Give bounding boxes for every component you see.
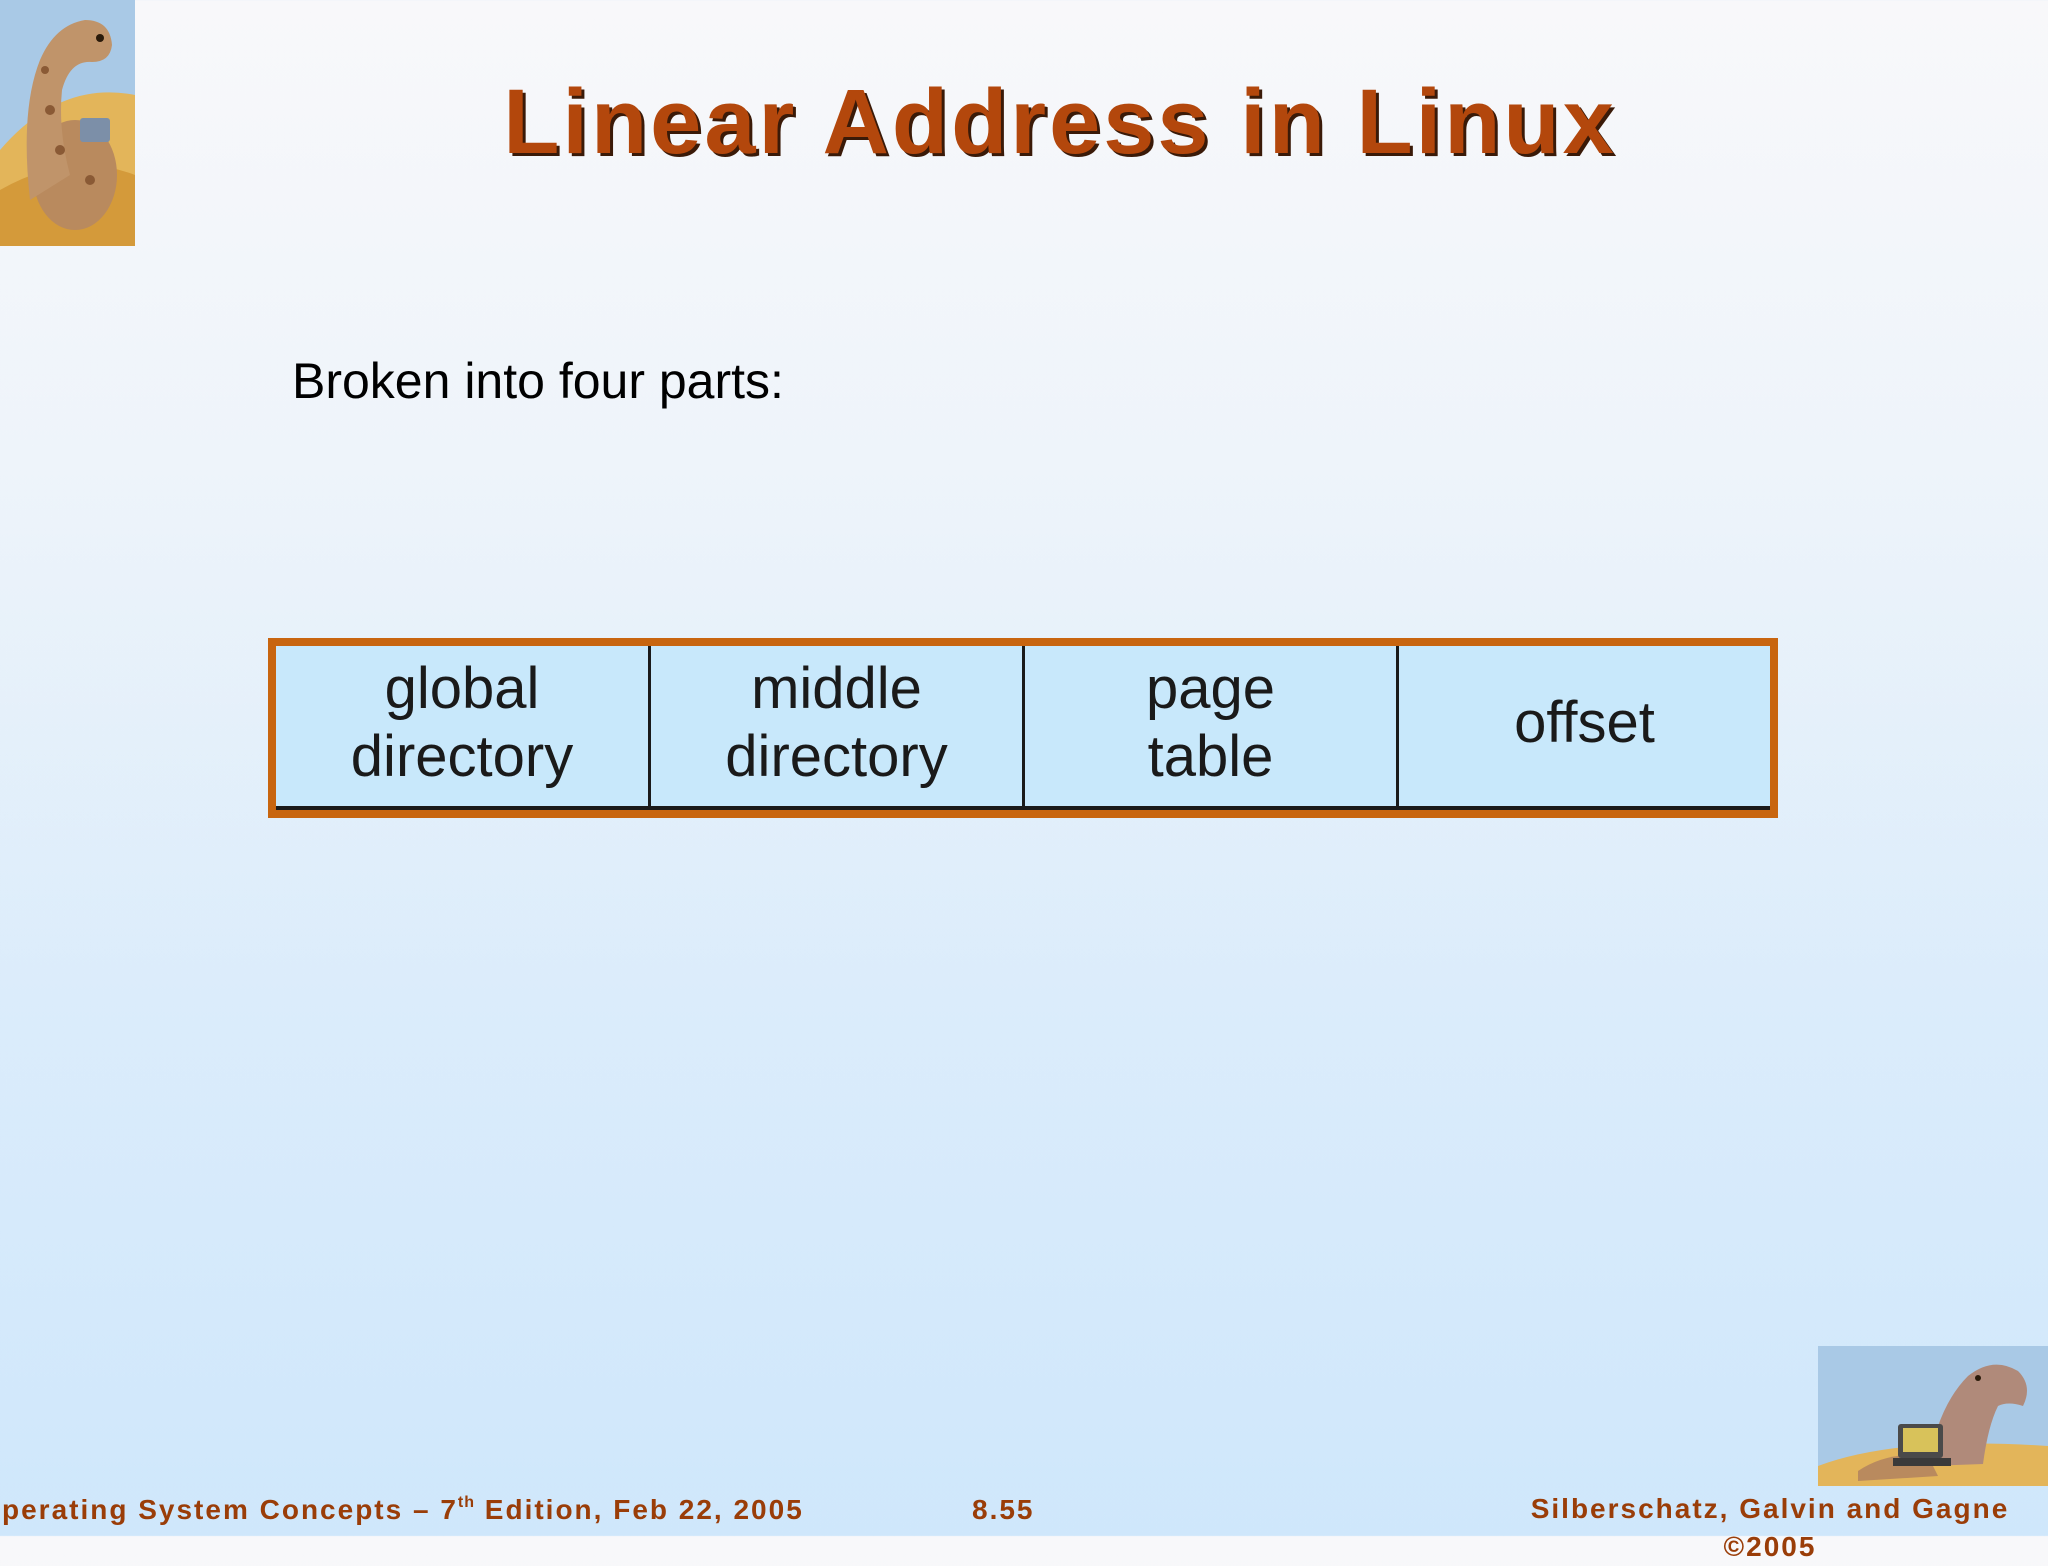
dinosaur-laptop-illustration-icon bbox=[1818, 1346, 2048, 1486]
footer-copyright: ©2005 bbox=[1723, 1531, 1817, 1562]
linear-address-diagram: global directory middle directory page t… bbox=[268, 638, 1778, 818]
page-table-field: page table bbox=[1025, 646, 1399, 810]
footer-course-prefix: perating System Concepts – 7 bbox=[2, 1494, 458, 1525]
middle-directory-field: middle directory bbox=[651, 646, 1025, 810]
footer-edition-superscript: th bbox=[457, 1494, 476, 1511]
footer-course-suffix: Edition, Feb 22, 2005 bbox=[475, 1494, 804, 1525]
global-directory-field: global directory bbox=[276, 646, 651, 810]
body-text: Broken into four parts: bbox=[292, 353, 784, 409]
offset-field: offset bbox=[1399, 646, 1770, 810]
slide-title: Linear Address in Linux bbox=[503, 71, 1617, 173]
footer-course-info: perating System Concepts – 7th Edition, … bbox=[2, 1494, 804, 1526]
footer-authors-block: Silberschatz, Galvin and Gagne ©2005 bbox=[1520, 1490, 2020, 1566]
dinosaur-illustration-icon bbox=[0, 0, 135, 246]
footer-authors: Silberschatz, Galvin and Gagne bbox=[1530, 1493, 2010, 1524]
footer-page-number: 8.55 bbox=[972, 1494, 1035, 1525]
